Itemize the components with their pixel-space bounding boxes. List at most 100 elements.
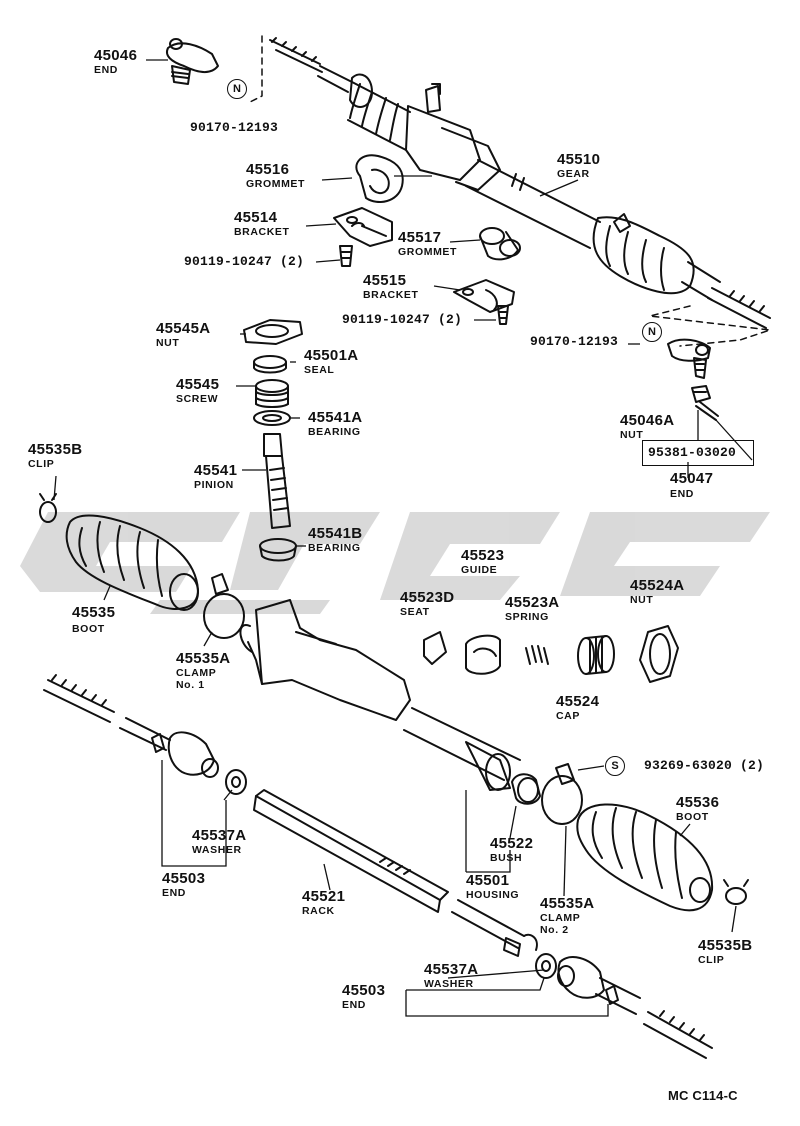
guide-45523 [465, 634, 501, 675]
label-45535-no: 45535 [72, 604, 116, 621]
label-45545-name: SCREW [176, 393, 219, 405]
label-45523A-no: 45523A [505, 594, 560, 611]
bracket-45515 [453, 279, 515, 313]
label-45523-no: 45523 [461, 547, 505, 564]
label-45545-no: 45545 [176, 376, 220, 393]
label-45535B-bottom-no: 45535B [698, 937, 753, 954]
grommet-45516 [355, 154, 404, 203]
label-45510-name: GEAR [557, 168, 590, 180]
label-45524A-no: 45524A [630, 577, 685, 594]
bracket-45514 [333, 207, 393, 247]
adjusting-screw-45545 [255, 379, 289, 408]
label-45046-no: 45046 [94, 47, 138, 64]
label-45501-no: 45501 [466, 872, 510, 889]
washer-45537A-a [225, 769, 247, 795]
label-45503-b-name: END [342, 999, 366, 1011]
label-45535A-2-sub: No. 2 [540, 924, 569, 936]
label-45523A-name: SPRING [505, 611, 549, 623]
label-45541-no: 45541 [194, 462, 238, 479]
label-45516-name: GROMMET [246, 178, 306, 190]
boot-45536 [576, 803, 714, 912]
bolt-90119-b [497, 305, 509, 325]
label-45523D-name: SEAT [400, 606, 430, 618]
label-45503-b-no: 45503 [342, 982, 386, 999]
bearing-45541A [253, 410, 291, 426]
bush-45522 [511, 773, 541, 805]
lock-nut-45545A [243, 319, 303, 345]
label-45524-no: 45524 [556, 693, 600, 710]
label-45545A-no: 45545A [156, 320, 211, 337]
washer-45537A-b [535, 953, 557, 979]
label-45536-no: 45536 [676, 794, 720, 811]
label-45535A-1-name: CLAMP [176, 667, 217, 679]
label-95381: 95381-03020 [648, 445, 737, 460]
label-45537A-b-no: 45537A [424, 961, 479, 978]
cap-45524 [577, 635, 615, 675]
label-45537A-a-no: 45537A [192, 827, 247, 844]
label-45503-a-no: 45503 [162, 870, 206, 887]
clamp-45535A-no1 [203, 573, 245, 639]
tie-rod-end-45046 [166, 38, 219, 85]
label-45515-name: BRACKET [363, 289, 419, 301]
label-45535B-bottom-name: CLIP [698, 954, 725, 966]
seal-45501A [253, 355, 287, 374]
castle-nut-45046A [691, 385, 711, 403]
spring-45523A [525, 645, 549, 665]
label-45541B-name: BEARING [308, 542, 361, 554]
rack-45521 [253, 789, 538, 957]
label-45501-name: HOUSING [466, 889, 520, 901]
cotter-pin-box [642, 440, 754, 466]
label-45521-no: 45521 [302, 888, 346, 905]
label-45537A-b-name: WASHER [424, 978, 474, 990]
label-45523D-no: 45523D [400, 589, 455, 606]
footer-code: MC C114-C [668, 1088, 738, 1103]
clamp-45535A-no2 [541, 763, 583, 825]
label-45517-name: GROMMET [398, 246, 458, 258]
label-45517-no: 45517 [398, 229, 442, 246]
label-45501A-no: 45501A [304, 347, 359, 364]
label-45046A-name: NUT [620, 429, 644, 441]
label-45522-no: 45522 [490, 835, 534, 852]
label-45514-no: 45514 [234, 209, 278, 226]
label-45047-name: END [670, 488, 694, 500]
label-90170-right: 90170-12193 [530, 334, 619, 349]
label-45537A-a-name: WASHER [192, 844, 242, 856]
grommet-45517 [479, 227, 521, 261]
label-45501A-name: SEAL [304, 364, 335, 376]
label-45524A-name: NUT [630, 594, 654, 606]
label-45047-no: 45047 [670, 470, 714, 487]
badge-n-top: N [227, 79, 247, 99]
label-90119-a: 90119-10247 (2) [184, 254, 305, 269]
label-45535A-1-no: 45535A [176, 650, 231, 667]
tie-rod-end-45503-a [43, 674, 219, 778]
label-45536-name: BOOT [676, 811, 709, 823]
badge-s: S [605, 756, 625, 776]
tie-rod-end-45503-b [557, 956, 713, 1059]
label-45541A-no: 45541A [308, 409, 363, 426]
label-45524-name: CAP [556, 710, 580, 722]
badge-n-right: N [642, 322, 662, 342]
label-93269: 93269-63020 (2) [644, 758, 765, 773]
label-45541A-name: BEARING [308, 426, 361, 438]
label-45535B-top-no: 45535B [28, 441, 83, 458]
housing-45501 [239, 599, 521, 791]
lock-nut-45524A [639, 625, 679, 683]
label-45545A-name: NUT [156, 337, 180, 349]
label-45523-name: GUIDE [461, 564, 498, 576]
label-45503-a-name: END [162, 887, 186, 899]
label-45522-name: BUSH [490, 852, 523, 864]
clip-45535B-bottom [723, 879, 749, 905]
label-45516-no: 45516 [246, 161, 290, 178]
label-45515-no: 45515 [363, 272, 407, 289]
label-90170-top: 90170-12193 [190, 120, 279, 135]
label-45541-name: PINION [194, 479, 234, 491]
label-45535A-1-sub: No. 1 [176, 679, 205, 691]
label-45514-name: BRACKET [234, 226, 290, 238]
label-45535-name: BOOT [72, 623, 105, 635]
pinion-45541 [263, 433, 291, 529]
label-45510-no: 45510 [557, 151, 601, 168]
label-90119-b: 90119-10247 (2) [342, 312, 463, 327]
boot-45535 [65, 514, 199, 611]
label-45046A-no: 45046A [620, 412, 675, 429]
